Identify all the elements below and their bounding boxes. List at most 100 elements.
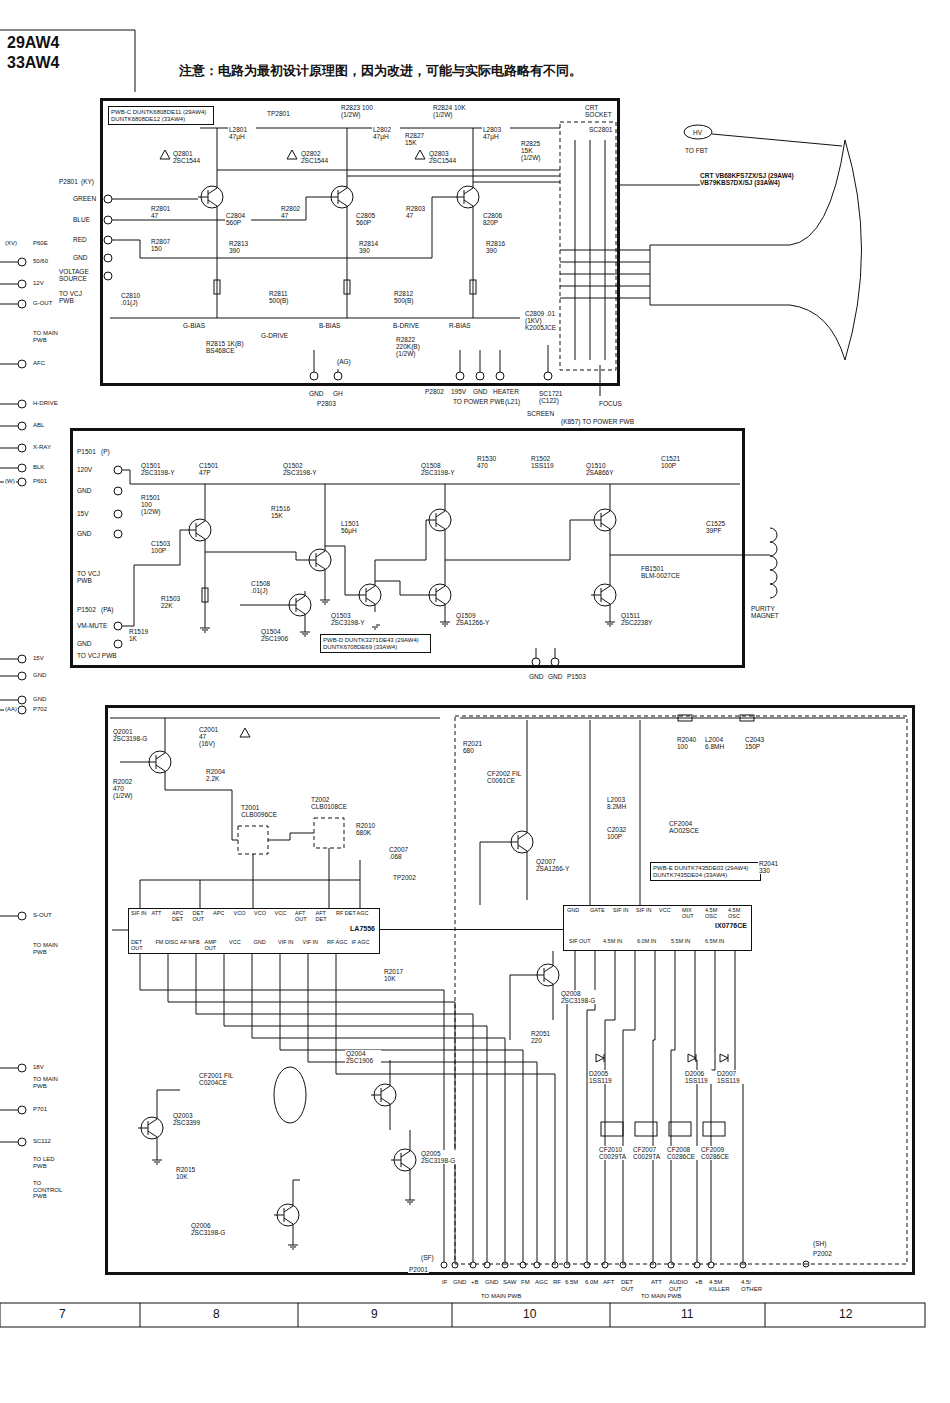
connector-pin: [18, 464, 26, 472]
part-label: R2010 680K: [355, 822, 381, 836]
wire: [0, 364, 18, 365]
wire: [770, 556, 777, 570]
part-label: DET OUT: [130, 939, 155, 951]
wire: [293, 1180, 300, 1201]
part-label: Q2007 2SA1266-Y: [535, 858, 581, 872]
part-label: 12: [838, 1308, 853, 1321]
connector-pin: [470, 1262, 476, 1268]
transistor-leads: [591, 506, 610, 534]
connector-pin: [552, 1262, 558, 1268]
connector-pin: [452, 1262, 458, 1268]
part-label: TP2801: [266, 110, 291, 117]
part-label: C2007 .068: [388, 846, 414, 860]
part-label: C1508 .01(J): [250, 580, 278, 594]
connector-pin: [496, 372, 504, 380]
transistor-symbol: [286, 591, 311, 619]
wire: [0, 262, 18, 263]
wire: [548, 345, 549, 372]
part-label: (XV): [4, 240, 18, 247]
transistor-leads: [138, 1114, 157, 1142]
part-label: L2803 47μH: [482, 126, 510, 140]
ground-symbol: [152, 1160, 162, 1164]
part-label: R2040 100: [676, 736, 702, 750]
wire: [560, 298, 650, 299]
wire: [0, 676, 18, 677]
wire: [165, 718, 166, 748]
part-label: ATT: [650, 1279, 663, 1286]
part-label: Q2005 2SC3198-G: [420, 1150, 462, 1164]
part-label: P2803: [316, 400, 337, 407]
part-label: Q1502 2SC3198-Y: [282, 462, 328, 476]
wire: [765, 1303, 766, 1327]
transistor-symbol: [454, 183, 479, 211]
part-label: R2822 220K(B) (1/2W): [395, 336, 437, 357]
part-label: GND: [72, 254, 88, 261]
part-label: GND: [528, 673, 544, 680]
shield-outline: [314, 818, 344, 848]
connector-pin: [476, 372, 484, 380]
transistor-symbol: [426, 506, 451, 534]
connector-pin: [18, 672, 26, 680]
connector-pin: [334, 372, 342, 380]
connector-pin: [708, 1262, 714, 1268]
part-label: 4.5M KILLER: [708, 1279, 736, 1292]
part-label: C1501 47P: [198, 462, 224, 476]
part-label: R2823 100 (1/2W): [340, 104, 376, 118]
part-label: AFT: [602, 1279, 615, 1286]
ground-symbol: [200, 628, 210, 632]
wire: [268, 833, 314, 840]
part-label: 15V: [76, 510, 90, 517]
component-body: [344, 280, 350, 294]
part-label: Q1510 2SA866Y: [585, 462, 627, 476]
transistor-leads: [534, 961, 553, 989]
wire: [560, 262, 650, 263]
part-label: GND: [76, 487, 92, 494]
part-label: 4.5M IN: [602, 938, 623, 944]
wire: [280, 954, 523, 1262]
part-label: (P): [100, 448, 111, 455]
part-label: G-BIAS: [182, 322, 206, 329]
wire: [527, 856, 528, 900]
component-body: [669, 1122, 691, 1136]
part-label: R2002 470 (1/2W): [112, 778, 144, 799]
wire: [671, 951, 675, 1262]
part-label: HEATER: [492, 388, 520, 395]
part-label: T2001 CLB0096CE: [240, 804, 282, 818]
part-label: AFC: [32, 360, 46, 367]
connector-pin: [104, 272, 112, 280]
wire: [720, 1054, 728, 1062]
ground-symbol: [300, 632, 310, 636]
part-label: APC DET: [171, 910, 193, 922]
wire: [253, 854, 254, 880]
part-label: RED: [72, 236, 88, 243]
transistor-leads: [186, 516, 205, 544]
wire: [110, 318, 520, 319]
part-label: TO CONTROL PWB: [32, 1180, 64, 1200]
part-label: GND: [32, 696, 47, 703]
connector-pin: [18, 422, 26, 430]
wire: [110, 718, 440, 719]
transistor-symbol: [306, 546, 331, 574]
part-label: SCREEN: [526, 410, 555, 417]
connector-pin: [18, 706, 26, 714]
part-label: R1503 22K: [160, 595, 184, 609]
part-label: G-DRIVE: [260, 332, 289, 339]
part-label: ATT: [151, 910, 163, 916]
wire: [217, 128, 218, 183]
transistor-leads: [426, 581, 445, 609]
part-label: BLK: [32, 464, 45, 471]
wire: [196, 954, 473, 1262]
part-label: C2806 820P: [482, 212, 508, 226]
part-label: FM: [520, 1279, 531, 1286]
wire: [224, 954, 487, 1262]
wire: [240, 605, 286, 606]
wire: [610, 534, 770, 555]
wire: [329, 880, 330, 908]
wire: [205, 544, 206, 628]
part-label: X-RAY: [32, 444, 52, 451]
part-label: D2005 1SS119: [588, 1070, 616, 1084]
connector-pin: [484, 1262, 490, 1268]
wire: [0, 448, 18, 449]
part-label: C2809 .01 (1KV) K2005JCE: [524, 310, 558, 331]
